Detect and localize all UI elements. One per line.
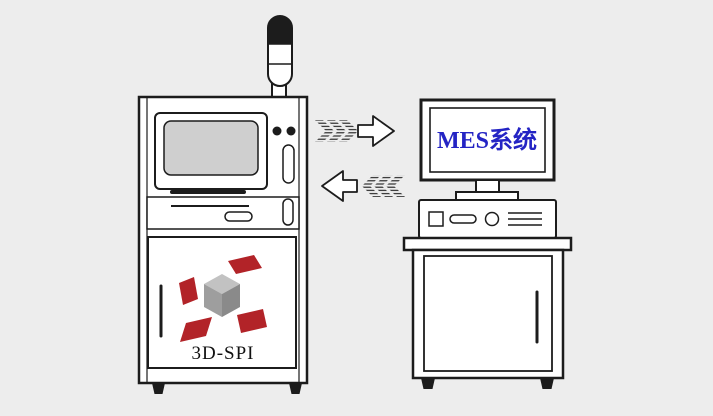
indicator-dot — [272, 126, 282, 136]
data-flow-arrows — [315, 115, 405, 202]
arrow-right-chevrons — [315, 120, 358, 142]
red-petal — [180, 317, 212, 342]
mes-system-label: MES系统 — [437, 126, 537, 154]
indicator-dot — [286, 126, 296, 136]
machine-foot — [289, 383, 302, 394]
drawer-panel — [146, 196, 300, 230]
indicator-dots-icon — [272, 126, 296, 136]
table-opening — [423, 255, 553, 372]
spi-machine: 3D-SPI — [137, 15, 309, 394]
arrow-right-outline — [357, 115, 395, 147]
side-button-capsule — [282, 144, 295, 184]
chevron-stripe — [362, 175, 381, 197]
drawer-side-capsule — [282, 198, 294, 226]
monitor-icon: MES系统 — [419, 98, 556, 201]
machine-slot — [170, 190, 246, 194]
cube-right-face — [222, 284, 240, 317]
pc-drive-slot — [449, 214, 477, 224]
table-top — [402, 236, 573, 252]
cube-left-face — [204, 284, 222, 317]
tower-top-lamp — [268, 16, 292, 44]
monitor-stand-neck — [475, 179, 500, 193]
table-foot — [421, 378, 435, 389]
arrow-left-icon — [321, 170, 405, 202]
pc-power-knob — [484, 211, 500, 227]
chevron-stripe — [386, 175, 405, 197]
red-petal — [179, 277, 198, 305]
chevron-stripe — [315, 120, 334, 142]
3d-cube-logo-icon — [179, 255, 267, 342]
table-icon — [402, 236, 573, 389]
arrow-right-icon — [315, 115, 395, 147]
desktop-pc-icon — [418, 199, 557, 239]
red-petal — [228, 255, 262, 274]
signal-tower-icon — [267, 15, 293, 99]
arrow-left-chevrons — [362, 175, 405, 197]
pc-square-port — [428, 211, 444, 227]
machine-screen — [163, 120, 259, 176]
machine-label: 3D-SPI — [191, 343, 254, 364]
chevron-stripe — [339, 120, 358, 142]
machine-foot — [152, 383, 165, 394]
mes-station: MES系统 — [402, 98, 573, 389]
monitor-stand-base — [455, 191, 519, 201]
drawer-handle — [224, 211, 253, 222]
table-foot — [540, 378, 554, 389]
chevron-stripe — [374, 175, 393, 197]
arrow-left-outline — [321, 170, 358, 202]
monitor-screen — [429, 107, 546, 173]
cube-logo-red-petals — [179, 255, 267, 342]
chevron-stripe — [327, 120, 346, 142]
red-petal — [237, 309, 267, 333]
